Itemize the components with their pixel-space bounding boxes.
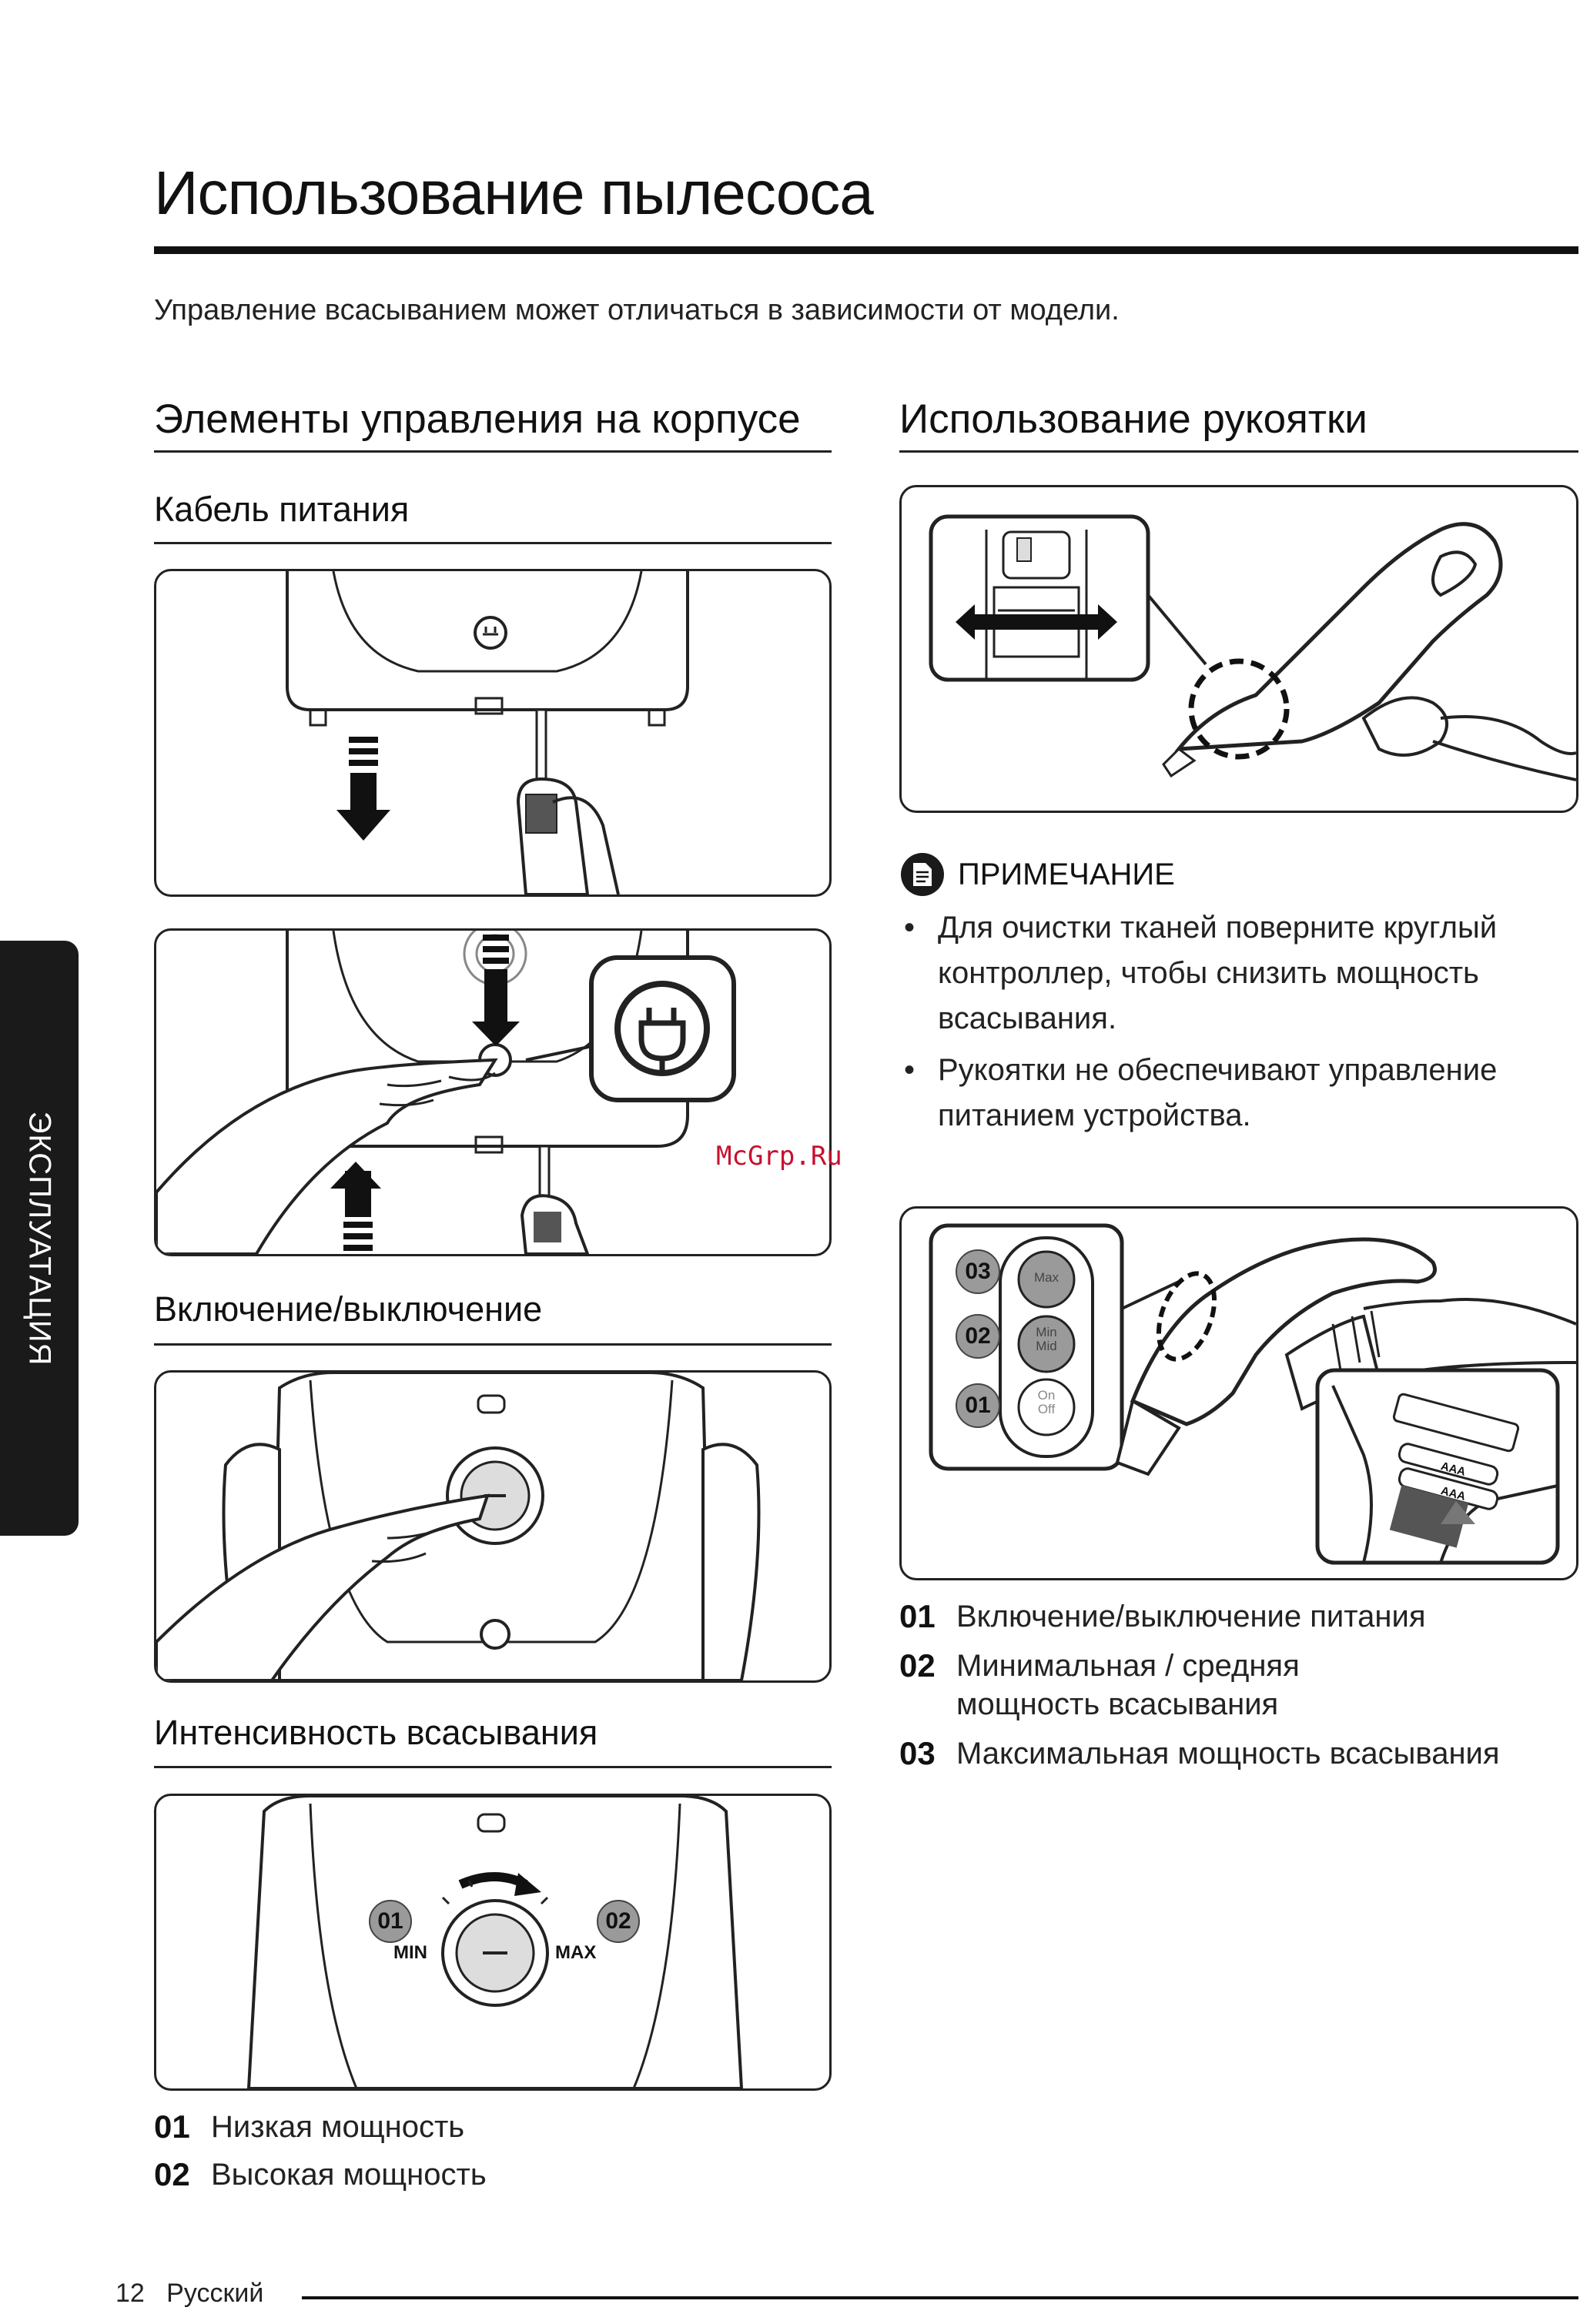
legend-number: 02 [899, 1647, 936, 1684]
side-tab-label: ЭКСПЛУАТАЦИЯ [22, 1111, 57, 1366]
suction-legend-item-2: 02 Высокая мощность [154, 2155, 487, 2194]
dial-badge-01: 01 [369, 1900, 412, 1943]
arrow-down-icon [336, 737, 390, 841]
note-item: Рукоятки не обеспечивают управление пита… [901, 1048, 1532, 1139]
zoom-callout [525, 955, 736, 1102]
legend-number: 01 [899, 1598, 936, 1634]
section-side-tab[interactable]: ЭКСПЛУАТАЦИЯ [0, 941, 79, 1536]
legend-number: 02 [154, 2156, 190, 2192]
watermark: McGrp.Ru [716, 1141, 842, 1172]
on-off-illustration [154, 1370, 832, 1683]
on-off-rule [154, 1343, 832, 1346]
power-cable-pull-illustration [154, 569, 832, 897]
dial-badge-02: 02 [597, 1900, 640, 1943]
legend-number: 01 [154, 2108, 190, 2145]
footer-rule [302, 2296, 1578, 2299]
note-item: Для очистки тканей поверните круглый кон… [901, 905, 1532, 1042]
legend-text: Включение/выключение питания [956, 1600, 1426, 1633]
arrow-down-icon [472, 935, 520, 1046]
handle-controls-drawing [929, 1223, 1576, 1565]
handle-legend-item-2: 02 Минимальная / средняя мощность всасыва… [899, 1647, 1449, 1724]
left-section-heading: Элементы управления на корпусе [154, 396, 801, 442]
arrow-up-icon [330, 1162, 381, 1251]
note-title: ПРИМЕЧАНИЕ [958, 857, 1175, 891]
page-subtitle: Управление всасыванием может отличаться … [154, 294, 1120, 326]
remote-badge-01: 01 [956, 1383, 1000, 1428]
remote-min-mid-button-label[interactable]: Min Mid [1036, 1325, 1057, 1353]
suction-legend-item-1: 01 Низкая мощность [154, 2108, 464, 2146]
footer-language: Русский [166, 2279, 264, 2308]
power-cable-rewind-illustration [154, 928, 832, 1256]
legend-text: Низкая мощность [211, 2110, 465, 2144]
page-number: 12 [115, 2279, 145, 2308]
power-cable-rule [154, 542, 832, 544]
note-header: ПРИМЕЧАНИЕ [901, 853, 1175, 896]
note-document-icon [901, 853, 944, 896]
on-off-heading: Включение/выключение [154, 1289, 543, 1329]
legend-text: Минимальная / средняя мощность всасывани… [956, 1649, 1300, 1721]
legend-text: Максимальная мощность всасывания [956, 1737, 1500, 1771]
note-list: Для очистки тканей поверните круглый кон… [901, 905, 1532, 1145]
legend-text: Высокая мощность [211, 2158, 487, 2192]
suction-rule [154, 1766, 832, 1768]
right-section-rule [899, 450, 1578, 453]
remote-badge-02: 02 [956, 1314, 1000, 1359]
power-cable-heading: Кабель питания [154, 490, 410, 529]
right-section-heading: Использование рукоятки [899, 396, 1367, 442]
on-off-drawing [156, 1373, 761, 1680]
left-section-rule [154, 450, 832, 453]
page-title: Использование пылесоса [154, 159, 874, 227]
legend-number: 03 [899, 1735, 936, 1771]
remote-on-off-button-label[interactable]: On Off [1037, 1388, 1056, 1416]
handle-illustration [899, 485, 1578, 813]
handle-drawing [929, 514, 1576, 781]
dial-max-label: MAX [555, 1942, 597, 1963]
cable-rewind-drawing [156, 931, 736, 1254]
handle-legend-item-1: 01 Включение/выключение питания [899, 1597, 1425, 1636]
suction-heading: Интенсивность всасывания [154, 1713, 598, 1752]
remote-badge-03: 03 [956, 1249, 1000, 1294]
dial-min-label: MIN [393, 1942, 427, 1963]
handle-controls-illustration: 03 02 01 Max Min Mid On Off AAA AAA [899, 1206, 1578, 1580]
page-footer: 12 Русский [115, 2279, 263, 2309]
title-rule [154, 246, 1578, 254]
cable-pull-drawing [286, 571, 689, 894]
suction-dial-drawing [246, 1796, 744, 2088]
suction-dial-illustration: 01 02 MIN MAX [154, 1794, 832, 2091]
handle-legend-item-3: 03 Максимальная мощность всасывания [899, 1734, 1500, 1773]
remote-max-button-label[interactable]: Max [1033, 1270, 1059, 1285]
